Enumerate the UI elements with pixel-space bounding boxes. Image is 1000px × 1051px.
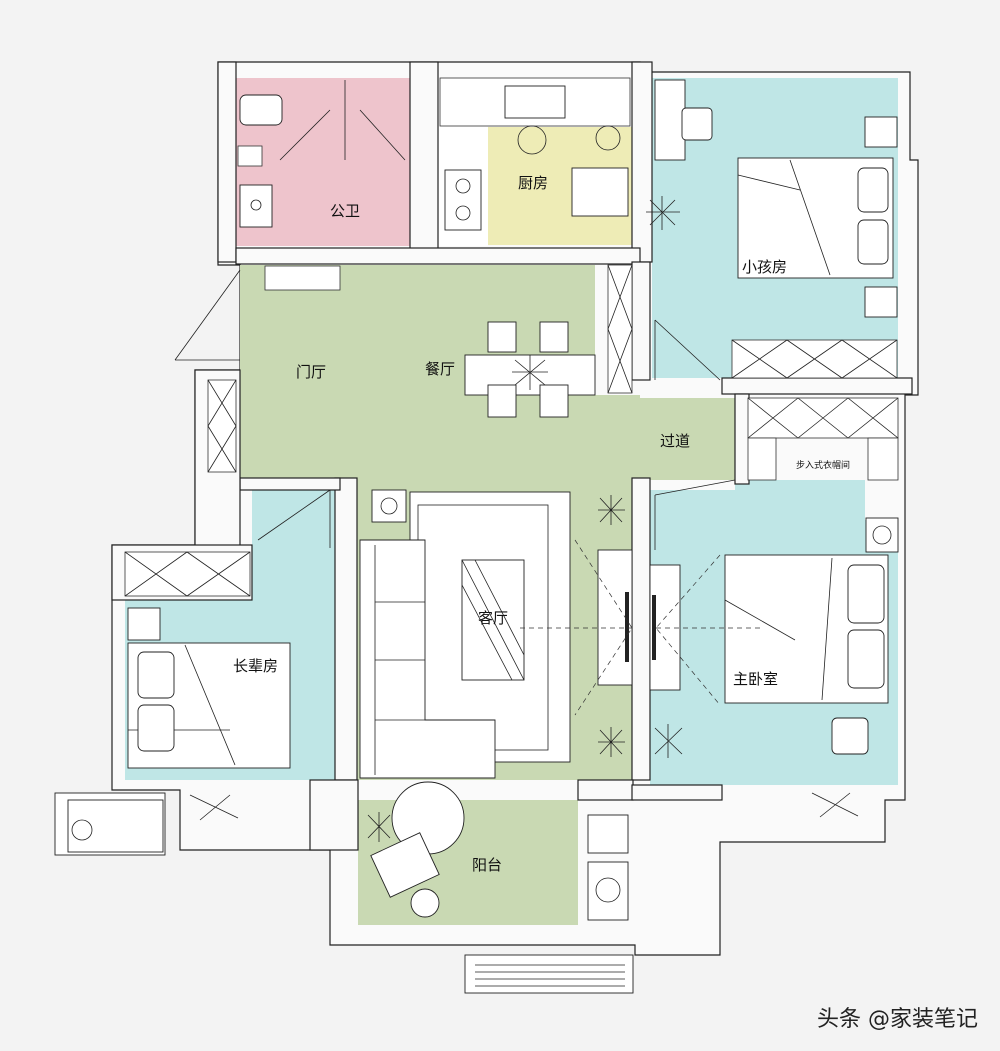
- pillow: [137, 704, 175, 752]
- elder-door: [257, 489, 331, 548]
- lamp-icon: [872, 525, 892, 545]
- desk: [654, 79, 686, 161]
- room-label-dining: 餐厅: [425, 360, 455, 378]
- wall-segment: [217, 61, 237, 263]
- bed-blanket: [737, 159, 831, 276]
- dining-chair: [487, 321, 517, 353]
- sink: [504, 85, 566, 119]
- chair: [681, 107, 713, 141]
- room-label-elder-room: 长辈房: [233, 657, 278, 675]
- cabinet-cross: [731, 339, 898, 379]
- plant-icon: [654, 724, 683, 758]
- shoe-cabinet: [264, 265, 341, 291]
- room-label-kitchen: 厨房: [518, 174, 548, 192]
- nightstand: [864, 116, 898, 148]
- wall-segment: [631, 477, 651, 781]
- sofa-cushions: [374, 545, 425, 775]
- cook-figure-icon: [517, 125, 547, 155]
- entrance-door: [174, 269, 241, 361]
- cushion-icon: [189, 794, 239, 821]
- pillow: [847, 629, 885, 689]
- cushion-icon: [811, 792, 859, 818]
- wall-segment: [734, 393, 750, 485]
- room-label-corridor: 过道: [660, 432, 690, 450]
- nightstand: [864, 286, 898, 318]
- fan-icon: [71, 819, 93, 841]
- stool: [410, 888, 440, 918]
- burner-icon: [455, 178, 471, 194]
- room-label-balcony: 阳台: [472, 856, 502, 874]
- foyer-cabinet: [207, 379, 237, 473]
- bath-cabinet: [237, 145, 263, 167]
- room-label-master-bedroom: 主卧室: [733, 670, 778, 688]
- room-label-kids-room: 小孩房: [742, 258, 787, 276]
- pillow: [847, 564, 885, 624]
- kids-room-door: [654, 319, 721, 381]
- room-label-foyer: 门厅: [296, 363, 326, 381]
- shower-door: [279, 80, 406, 161]
- kitchen-round-table: [595, 125, 621, 151]
- washer-drum-icon: [595, 877, 621, 903]
- wall-segment: [721, 377, 913, 395]
- dining-cabinet: [607, 264, 633, 394]
- plant-icon: [598, 727, 625, 757]
- cabinet-cross: [207, 379, 237, 473]
- wall-segment: [334, 477, 358, 781]
- lamp-icon: [380, 497, 398, 515]
- outdoor-unit: [67, 799, 164, 853]
- pendant-light-icon: [512, 355, 548, 390]
- dining-chair: [539, 321, 569, 353]
- elder-wardrobe: [124, 551, 251, 597]
- nightstand: [865, 517, 899, 553]
- wall-segment: [631, 784, 723, 801]
- drain-icon: [250, 199, 262, 211]
- master-chair: [831, 717, 869, 755]
- wall-segment: [309, 779, 359, 851]
- wall-segment: [409, 61, 439, 263]
- watermark: 头条 @家装笔记: [817, 1007, 978, 1032]
- wall-segment: [631, 61, 653, 263]
- plant-icon: [646, 196, 680, 230]
- bed-blanket: [724, 557, 833, 701]
- pillow: [857, 219, 889, 265]
- sofa: [359, 539, 496, 779]
- cabinet-cross: [124, 551, 251, 597]
- plant-icon: [598, 495, 625, 525]
- room-label-bathroom: 公卫: [330, 202, 360, 220]
- dining-chair: [539, 384, 569, 418]
- closet-side-cabinet: [867, 437, 899, 481]
- plant-icon: [367, 812, 391, 842]
- wall-segment: [577, 779, 634, 801]
- balcony-sink: [587, 814, 629, 854]
- coffee-table-hatch: [461, 559, 525, 681]
- cabinet-cross: [747, 397, 899, 439]
- tv-view-lines: [520, 539, 633, 716]
- cabinet-cross: [607, 264, 633, 394]
- wall-segment: [631, 261, 651, 381]
- ac-grille: [475, 964, 625, 987]
- tv: [625, 592, 629, 662]
- burner-icon: [455, 205, 471, 221]
- wall-segment: [239, 477, 341, 491]
- ac-unit: [464, 954, 634, 994]
- nightstand: [127, 607, 161, 641]
- closet-side-cabinet: [747, 437, 777, 481]
- fridge: [571, 167, 629, 217]
- washbasin: [239, 184, 273, 228]
- master-view-lines: [655, 554, 760, 706]
- room-label-living-room: 客厅: [478, 609, 508, 627]
- pillow: [137, 651, 175, 699]
- room-label-walk-in-closet: 步入式衣帽间: [796, 459, 850, 471]
- lounge-chair: [370, 832, 440, 898]
- washing-machine: [587, 861, 629, 921]
- master-tv: [652, 595, 656, 660]
- toilet: [239, 94, 283, 126]
- pillow: [857, 167, 889, 213]
- dining-chair: [487, 384, 517, 418]
- master-door: [654, 479, 736, 550]
- side-table: [371, 489, 407, 523]
- wall-segment: [235, 247, 641, 265]
